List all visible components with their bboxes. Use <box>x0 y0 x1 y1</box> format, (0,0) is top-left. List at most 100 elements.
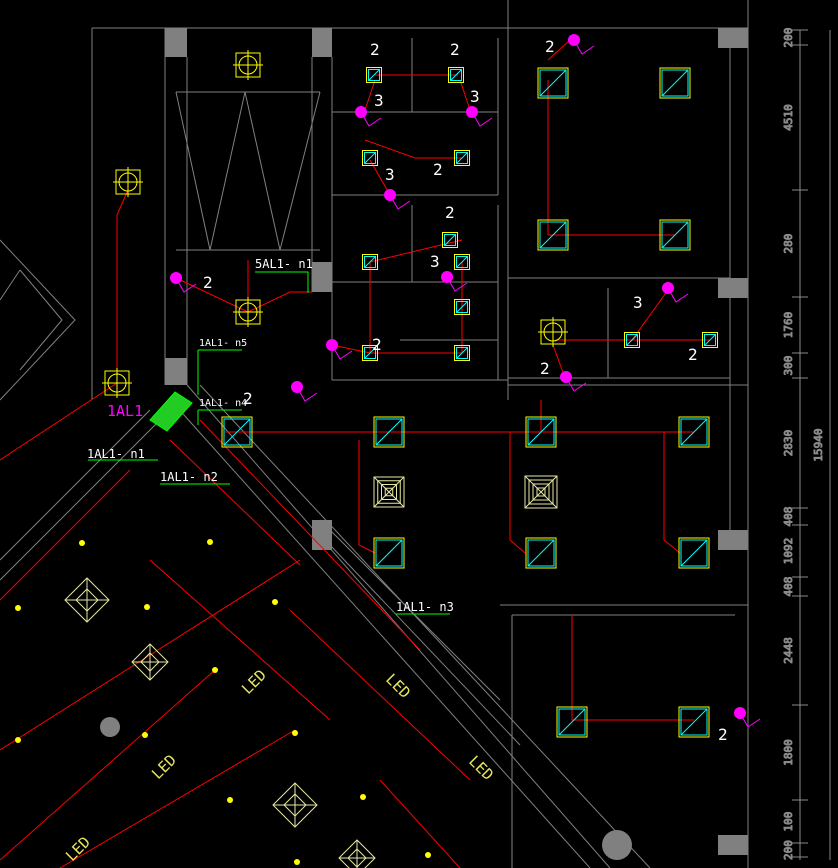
grille-light-fixture <box>524 475 558 509</box>
downlight <box>142 732 148 738</box>
ceiling-light-fixture <box>102 368 132 398</box>
downlight <box>227 797 233 803</box>
panel-light-fixture <box>448 67 464 83</box>
dimension-value: 1092 <box>782 538 795 565</box>
dimension-value: 300 <box>782 356 795 376</box>
light-switch[interactable] <box>441 271 468 292</box>
dimension-value: 100 <box>782 812 795 832</box>
light-switch[interactable] <box>291 381 318 402</box>
sprinkler-symbol <box>602 830 632 860</box>
panel-light-fixture <box>537 219 569 251</box>
circuit-label-n5: 1AL1- n5 <box>199 338 247 349</box>
circuit-label-5al1-n1: 5AL1- n1 <box>255 257 313 271</box>
decorative-pendant-light <box>64 577 110 623</box>
panel-light-fixture <box>373 537 405 569</box>
ceiling-light-fixture <box>538 317 568 347</box>
structural-column <box>312 520 332 550</box>
structural-column <box>312 262 332 292</box>
switch-count-label: 2 <box>450 40 460 59</box>
panel-light-fixture <box>362 150 378 166</box>
panel-light-fixture <box>362 345 378 361</box>
circuit-label-n1: 1AL1- n1 <box>87 447 145 461</box>
switch-count-label: 2 <box>433 160 443 179</box>
structural-column <box>718 835 748 855</box>
switch-count-label: 2 <box>540 359 550 378</box>
circuit-label-n4: 1AL1- n4 <box>199 398 247 409</box>
panel-light-fixture <box>525 537 557 569</box>
switch-count-label: 3 <box>385 165 395 184</box>
panel-light-fixture <box>454 345 470 361</box>
light-switch[interactable] <box>560 371 587 392</box>
led-label: LED <box>62 833 94 865</box>
led-label: LED <box>465 752 497 784</box>
circuit-leader-lines <box>88 271 450 615</box>
dimension-value: 2830 <box>782 430 795 457</box>
switches <box>170 34 761 728</box>
dimension-value: 4510 <box>782 104 795 131</box>
structural-column <box>165 358 187 385</box>
downlight <box>292 730 298 736</box>
switch-count-label: 3 <box>633 293 643 312</box>
dimension-value: 200 <box>782 840 795 860</box>
light-switch[interactable] <box>326 339 353 360</box>
dimension-value: 408 <box>782 577 795 597</box>
downlight <box>425 852 431 858</box>
switch-count-label: 2 <box>203 273 213 292</box>
panel-light-fixture <box>659 219 691 251</box>
decorative-pendant-light <box>272 782 318 828</box>
panel-light-fixture <box>624 332 640 348</box>
downlight <box>15 737 21 743</box>
light-switch[interactable] <box>662 282 689 303</box>
panel-light-fixture <box>221 416 253 448</box>
downlight <box>15 605 21 611</box>
switch-count-label: 2 <box>688 345 698 364</box>
light-switch[interactable] <box>568 34 595 55</box>
led-label: LED <box>148 751 180 783</box>
panel-light-fixture <box>678 416 710 448</box>
structural-column <box>165 28 187 57</box>
light-switch[interactable] <box>355 106 382 127</box>
switch-count-label: 2 <box>243 389 253 408</box>
panel-light-fixture <box>678 537 710 569</box>
light-switch[interactable] <box>466 106 493 127</box>
panel-light-fixture <box>454 299 470 315</box>
dimension-value: 408 <box>782 507 795 527</box>
panel-light-fixture <box>556 706 588 738</box>
switch-count-label: 3 <box>430 252 440 271</box>
light-switch[interactable] <box>384 189 411 210</box>
grille-light-fixture <box>373 476 405 508</box>
structural-column <box>718 530 748 550</box>
switch-count-label: 3 <box>470 87 480 106</box>
downlight <box>272 599 278 605</box>
panel-light-fixture <box>678 706 710 738</box>
ceiling-light-fixture <box>233 50 263 80</box>
panel-light-fixture <box>454 254 470 270</box>
decorative-pendant-light <box>338 839 376 868</box>
structural-column <box>718 278 748 298</box>
circuit-label-n2: 1AL1- n2 <box>160 470 218 484</box>
panel-label: 1AL1 <box>107 402 143 420</box>
light-switch[interactable] <box>734 707 761 728</box>
downlight <box>79 540 85 546</box>
panel-light-fixture <box>373 416 405 448</box>
downlight <box>144 604 150 610</box>
led-label: LED <box>382 670 414 702</box>
sprinkler-symbol <box>100 717 120 737</box>
walls <box>0 0 749 868</box>
dimension-value: 2448 <box>782 637 795 664</box>
switch-count-label: 2 <box>445 203 455 222</box>
dimension-value: 280 <box>782 234 795 254</box>
switch-count-label: 2 <box>372 335 382 354</box>
light-switch[interactable] <box>170 272 197 293</box>
panel-light-fixture <box>659 67 691 99</box>
distribution-panel-hatch <box>149 391 193 432</box>
decorative-pendant-light <box>131 643 169 681</box>
panel-light-fixture <box>454 150 470 166</box>
ceiling-light-fixture <box>233 297 263 327</box>
downlight <box>212 667 218 673</box>
dimension-chain: 2004510280176030028304081092408244818001… <box>782 27 831 860</box>
panel-light-fixture <box>362 254 378 270</box>
panel-light-fixture <box>702 332 718 348</box>
panel-light-fixture <box>525 416 557 448</box>
